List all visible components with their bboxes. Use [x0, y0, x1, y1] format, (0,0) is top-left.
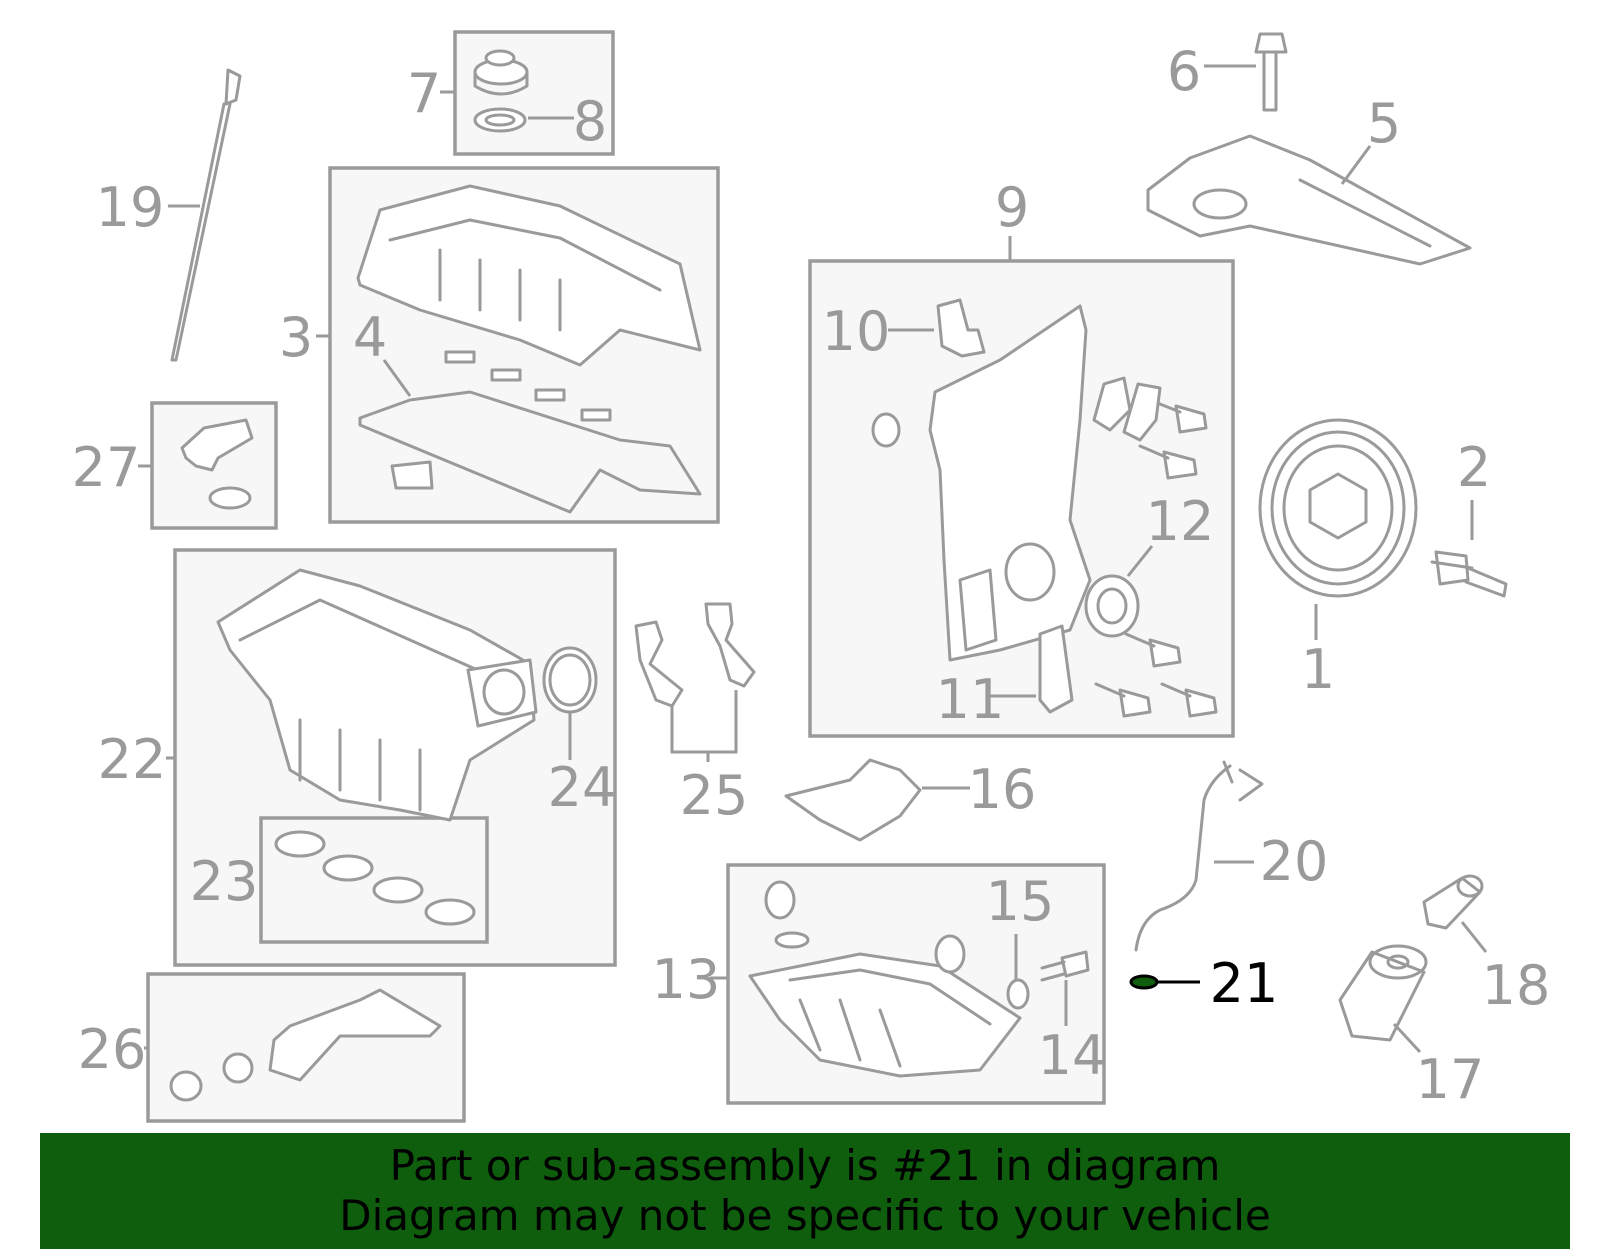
intake-manifold-part-22: [216, 568, 538, 822]
valve-cover-gasket-part-4: [358, 350, 702, 514]
callout-27: 27: [72, 436, 141, 499]
callout-14: 14: [1038, 1024, 1107, 1087]
callout-8: 8: [573, 90, 607, 153]
bracket-part-26: [169, 988, 442, 1102]
cover-bolts: [1092, 376, 1218, 718]
gasket-part-11: [1038, 624, 1074, 714]
oil-seal-part-12: [1084, 574, 1140, 638]
oil-pan-part-13: [748, 880, 1022, 1078]
callout-21: 21: [1210, 952, 1279, 1015]
callout-2: 2: [1457, 436, 1491, 499]
callout-16: 16: [968, 758, 1037, 821]
callout-6: 6: [1167, 40, 1201, 103]
callout-7: 7: [407, 62, 441, 125]
plate-part-5: [1146, 134, 1472, 266]
leader-lines: [138, 64, 1488, 1054]
pulley-bolt-part-2: [1430, 550, 1508, 598]
callout-17: 17: [1416, 1048, 1485, 1111]
callout-13: 13: [652, 948, 721, 1011]
callout-4: 4: [353, 306, 387, 369]
banner-line-2: Diagram may not be specific to your vehi…: [339, 1191, 1271, 1240]
callout-5: 5: [1367, 92, 1401, 155]
valve-cover-part-3: [356, 184, 702, 367]
dipstick-part-19: [170, 68, 242, 362]
callout-15: 15: [986, 870, 1055, 933]
info-banner: Part or sub-assembly is #21 in diagram D…: [40, 1133, 1570, 1249]
bracket-part-25: [634, 602, 756, 708]
callout-9: 9: [995, 176, 1029, 239]
o-ring-part: [871, 412, 901, 448]
banner-line-1: Part or sub-assembly is #21 in diagram: [389, 1141, 1221, 1190]
gasket-part-10: [936, 298, 986, 358]
callout-12: 12: [1146, 490, 1215, 553]
cap-seal-part-8: [473, 107, 527, 133]
oil-filter-part-17: [1338, 944, 1428, 1042]
crank-pulley-part-1: [1258, 418, 1418, 598]
sensor-part-27: [180, 418, 254, 510]
gasket-part-24: [542, 646, 598, 714]
callout-24: 24: [548, 756, 617, 819]
timing-cover-part-9: [928, 304, 1092, 662]
adapter-part-18: [1422, 874, 1484, 930]
callout-25: 25: [680, 764, 749, 827]
callout-20: 20: [1260, 830, 1329, 893]
washer-part-15: [1006, 978, 1030, 1010]
dipstick-tube-part-20: [1134, 760, 1264, 952]
oil-cap-part-7: [473, 49, 529, 96]
manifold-gasket-part-23: [274, 830, 476, 926]
callout-11: 11: [936, 668, 1005, 731]
callout-10: 10: [822, 300, 891, 363]
callout-3: 3: [279, 306, 313, 369]
callout-22: 22: [98, 728, 167, 791]
baffle-part-16: [784, 758, 922, 842]
callout-1: 1: [1301, 638, 1335, 701]
callout-23: 23: [190, 850, 259, 913]
bolt-part-6: [1254, 32, 1288, 112]
seal-part-21: [1129, 974, 1159, 990]
callout-18: 18: [1482, 954, 1551, 1017]
callout-19: 19: [96, 176, 165, 239]
drain-bolt-part-14: [1040, 950, 1090, 982]
callout-26: 26: [78, 1018, 147, 1081]
